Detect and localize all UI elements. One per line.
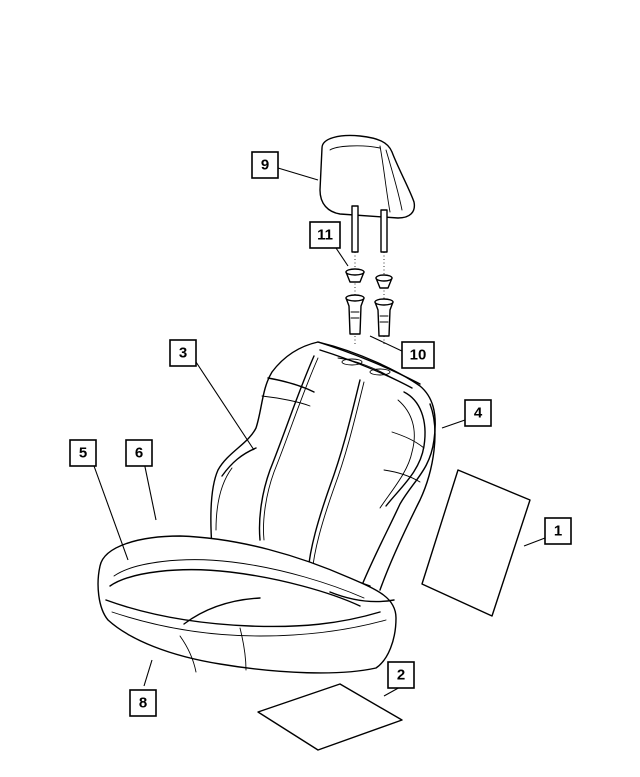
- svg-text:9: 9: [261, 157, 269, 174]
- callout-3: 3: [169, 339, 197, 367]
- seat-cushion: [97, 535, 397, 674]
- svg-text:1: 1: [554, 523, 562, 540]
- callout-9: 9: [251, 151, 279, 179]
- svg-text:3: 3: [179, 345, 187, 362]
- svg-text:10: 10: [410, 347, 427, 364]
- svg-text:2: 2: [397, 667, 405, 684]
- callout-8: 8: [129, 689, 157, 717]
- headrest-guide-sleeves: [345, 252, 394, 346]
- headrest: [319, 134, 416, 253]
- svg-text:4: 4: [474, 405, 483, 422]
- seat-cushion-pad: [257, 683, 403, 751]
- callout-6: 6: [125, 439, 153, 467]
- leader-lines: [93, 167, 546, 697]
- callout-2: 2: [387, 661, 415, 689]
- callout-5: 5: [69, 439, 97, 467]
- seat-back-pad: [421, 469, 531, 617]
- callout-10: 10: [401, 341, 435, 369]
- svg-text:8: 8: [139, 695, 147, 712]
- callout-11: 11: [309, 221, 341, 249]
- callout-1: 1: [544, 517, 572, 545]
- seat-back: [210, 341, 436, 591]
- svg-text:5: 5: [79, 445, 87, 462]
- svg-text:6: 6: [135, 445, 143, 462]
- svg-text:11: 11: [317, 227, 333, 244]
- callout-4: 4: [464, 399, 492, 427]
